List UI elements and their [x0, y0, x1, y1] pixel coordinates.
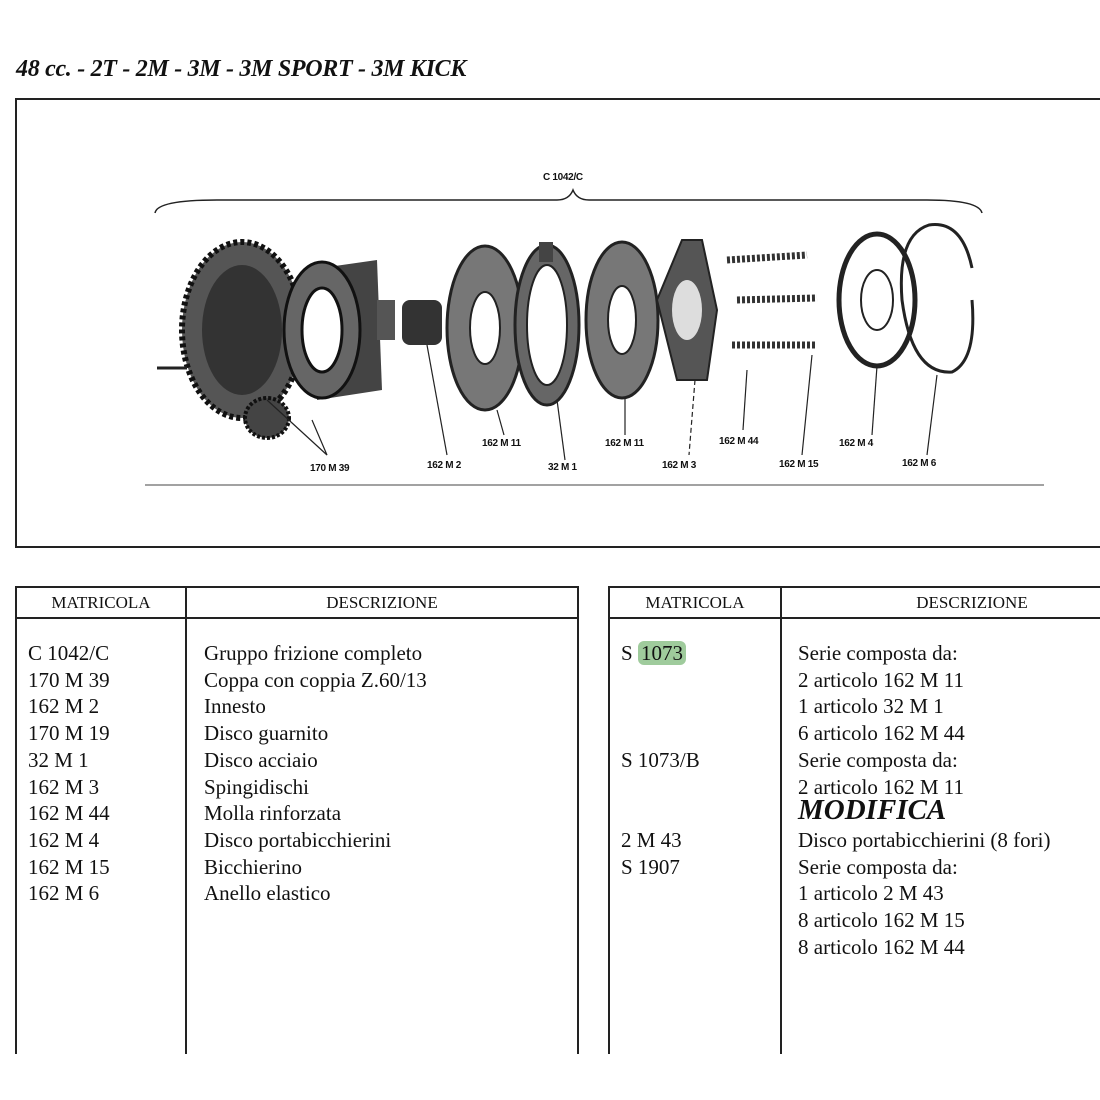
table-header — [17, 588, 577, 619]
row-description: 2 articolo 162 M 11 — [798, 667, 965, 692]
row-description: Disco guarnito — [204, 721, 329, 746]
row-description: Coppa con coppia Z.60/13 — [204, 667, 427, 692]
row-code: 32 M 1 — [28, 747, 89, 772]
row-description: Serie composta da: — [798, 641, 958, 665]
header-descrizione: DESCRIZIONE — [916, 593, 1028, 612]
row-code: 162 M 2 — [28, 694, 100, 719]
row-code: 162 M 6 — [28, 881, 100, 906]
part-label: 162 M 4 — [839, 438, 874, 449]
row-code: 170 M 19 — [28, 721, 110, 746]
header-matricola: MATRICOLA — [51, 593, 151, 612]
exploded-clutch-diagram: C 1042/C 170 M 39 162 M 2 162 M 11 32 M … — [15, 98, 1100, 548]
part-label: 162 M 15 — [779, 459, 819, 470]
part-label: 162 M 11 — [482, 438, 521, 449]
row-code: 162 M 3 — [28, 774, 100, 799]
row-description: Disco acciaio — [204, 747, 318, 772]
code-prefix: S — [621, 641, 633, 665]
row-description: 6 articolo 162 M 44 — [798, 721, 965, 746]
row-description: 1 articolo 32 M 1 — [798, 694, 944, 719]
row-code: 170 M 39 — [28, 667, 110, 692]
column-divider — [780, 588, 782, 1054]
part-label: 32 M 1 — [548, 462, 577, 473]
row-description: 1 articolo 2 M 43 — [798, 881, 944, 906]
row-code: 162 M 44 — [28, 801, 110, 826]
row-description: Disco portabicchierini — [204, 827, 392, 852]
row-description: Serie composta da: — [798, 747, 958, 772]
row-description: 8 articolo 162 M 15 — [798, 908, 965, 932]
row-description: Bicchierino — [204, 854, 302, 879]
part-label: 162 M 6 — [902, 458, 937, 469]
row-description: Innesto — [204, 694, 266, 719]
row-description: Gruppo frizione completo — [204, 641, 423, 665]
row-description: 2 articolo 162 M 11 — [798, 774, 965, 799]
part-label: 162 M 11 — [605, 438, 644, 449]
row-description: Disco portabicchierini (8 fori) — [798, 827, 1051, 852]
row-code: 162 M 15 — [28, 854, 110, 879]
row-description: 8 articolo 162 M 44 — [798, 934, 965, 959]
table-header — [610, 588, 1100, 619]
assembly-label: C 1042/C — [543, 172, 583, 183]
row-description: Spingidischi — [204, 774, 310, 799]
row-code: S 1907 — [621, 854, 680, 879]
row-code: 162 M 4 — [28, 827, 100, 852]
modifica-heading: MODIFICA — [798, 794, 947, 827]
row-description: Anello elastico — [204, 881, 331, 906]
clutch-drawing — [145, 187, 1044, 486]
part-label: 162 M 2 — [427, 460, 462, 471]
page-title: 48 cc. - 2T - 2M - 3M - 3M SPORT - 3M KI… — [16, 56, 467, 82]
code-s1073: S 1073 — [621, 640, 686, 666]
part-label: 162 M 3 — [662, 460, 697, 471]
parts-table-right: MATRICOLA DESCRIZIONE S 1073 Serie compo… — [608, 586, 1100, 1054]
row-description: Serie composta da: — [798, 854, 958, 879]
highlighted-code: 1073 — [637, 641, 686, 665]
row-code: C 1042/C — [28, 641, 110, 665]
header-descrizione: DESCRIZIONE — [326, 593, 438, 612]
part-label: 170 M 39 — [310, 463, 350, 474]
column-divider — [185, 588, 187, 1054]
header-matricola: MATRICOLA — [645, 593, 745, 612]
row-code: 2 M 43 — [621, 827, 682, 852]
row-description: Molla rinforzata — [204, 801, 342, 826]
parts-table-left: MATRICOLA DESCRIZIONE C 1042/C Gruppo fri… — [15, 586, 579, 1054]
row-code: S 1073/B — [621, 747, 700, 772]
part-label: 162 M 44 — [719, 436, 759, 447]
